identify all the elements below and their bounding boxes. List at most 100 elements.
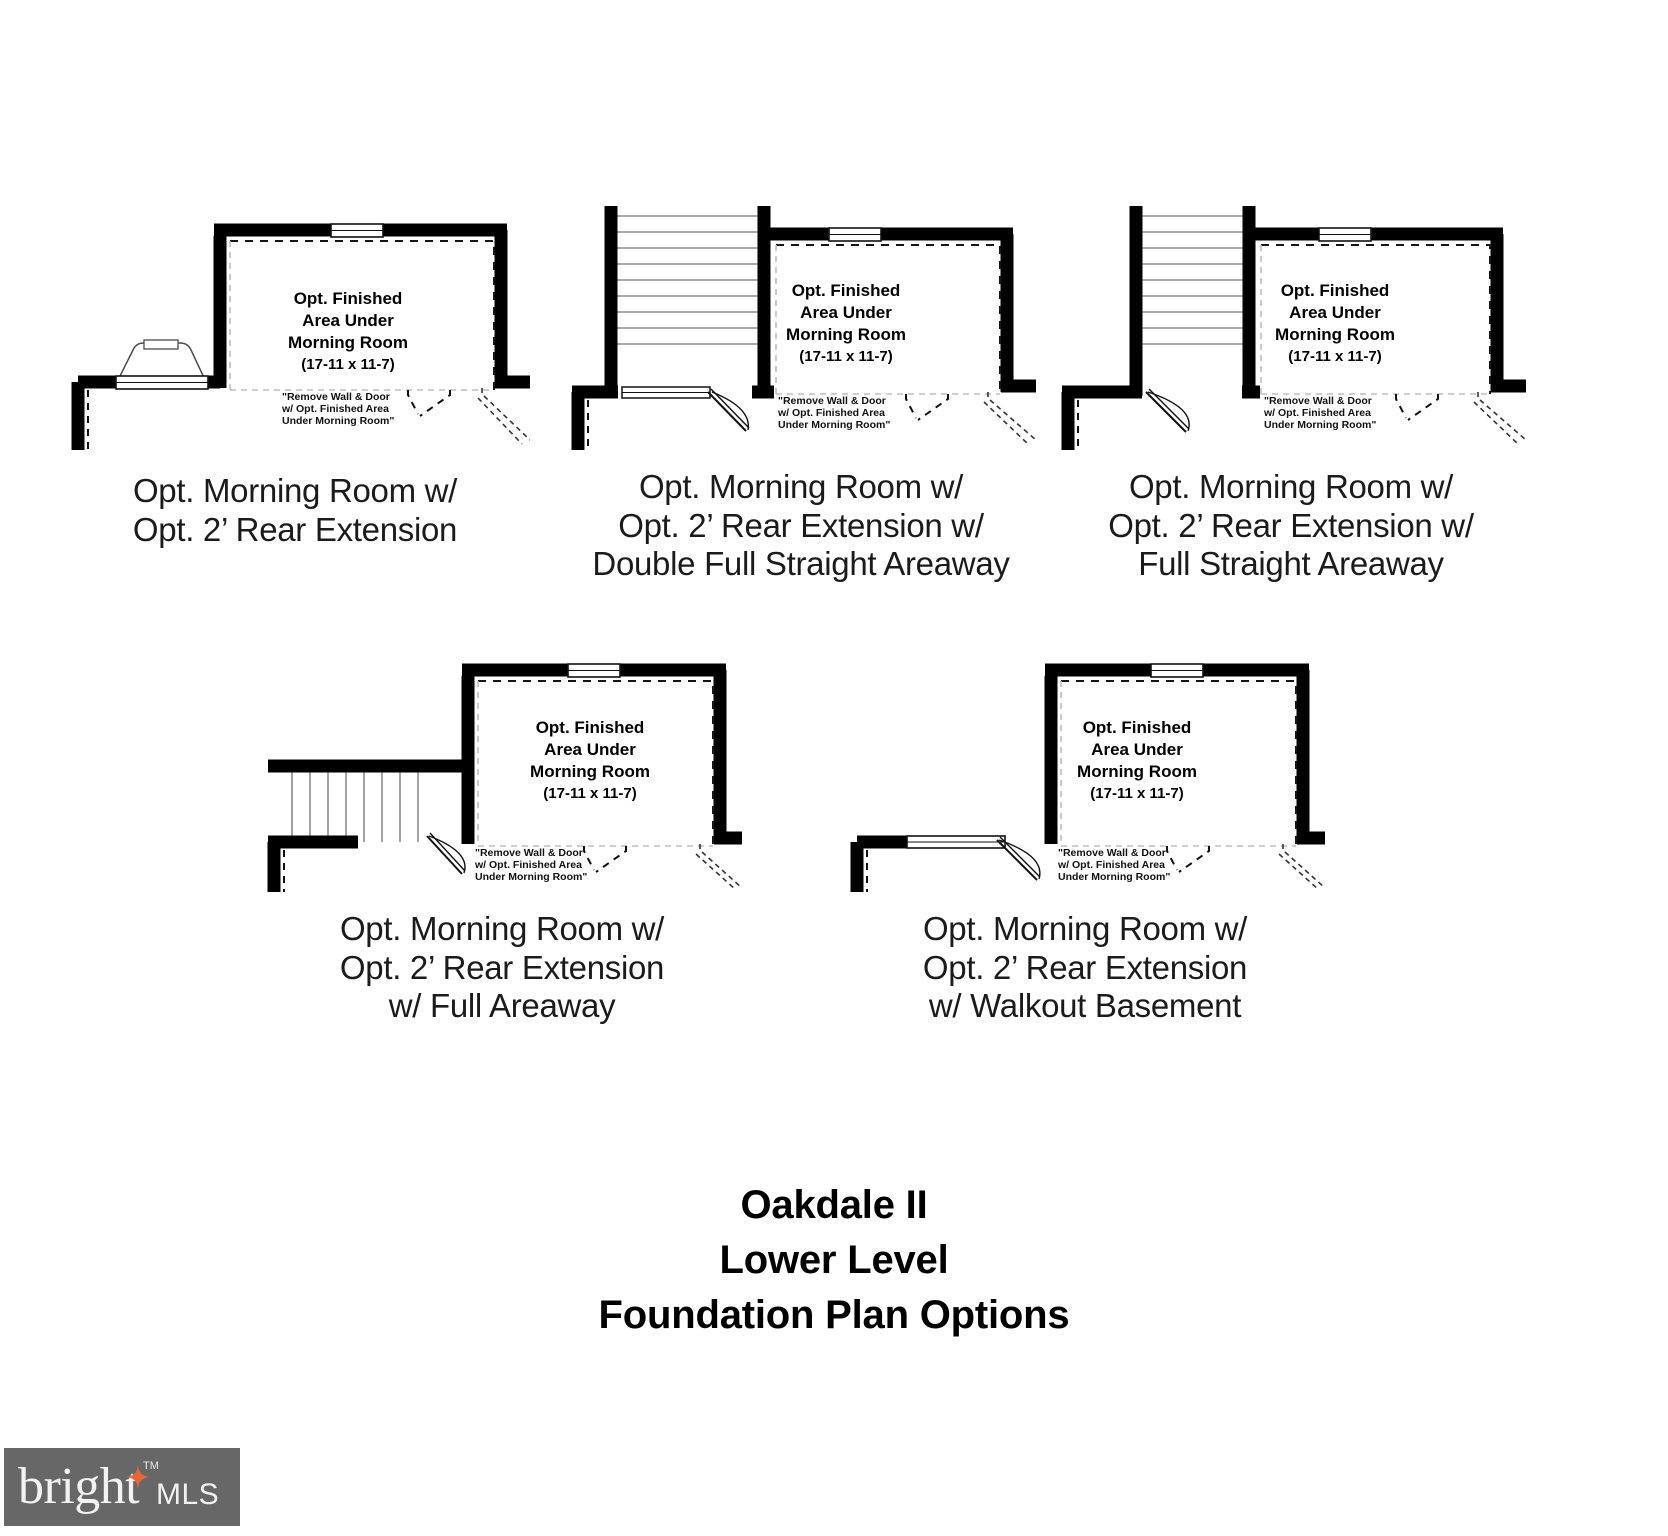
morning-room-interior-dashed-4 xyxy=(477,680,714,847)
svg-text:w/ Opt. Finished Area: w/ Opt. Finished Area xyxy=(281,403,389,415)
remove-wall-note-4: "Remove Wall & Door w/ Opt. Finished Are… xyxy=(474,847,587,883)
svg-text:Under Morning Room": Under Morning Room" xyxy=(1058,871,1170,883)
walkout-door-symbol-5 xyxy=(906,835,1041,881)
stair-direction-indicator-4 xyxy=(695,844,742,891)
room-label-line3: Morning Room xyxy=(1077,761,1197,781)
room-label-5: Opt. Finished Area Under Morning Room (1… xyxy=(1017,717,1257,803)
svg-text:w/ Opt. Finished Area: w/ Opt. Finished Area xyxy=(777,407,885,419)
morning-room-interior-dashed-2 xyxy=(775,244,1001,395)
svg-text:w/ Opt. Finished Area: w/ Opt. Finished Area xyxy=(474,859,582,871)
window-symbol-rear-1 xyxy=(330,223,384,238)
door-swing-indicator-3 xyxy=(1395,394,1439,421)
floor-plan-drawing-2: "Remove Wall & Door w/ Opt. Finished Are… xyxy=(571,206,1036,450)
bright-mls-watermark: bright TM MLS xyxy=(4,1448,240,1526)
svg-text:"Remove Wall & Door: "Remove Wall & Door xyxy=(778,395,886,407)
room-label-4: Opt. Finished Area Under Morning Room (1… xyxy=(470,717,710,803)
floor-plan-drawing-5: "Remove Wall & Door w/ Opt. Finished Are… xyxy=(850,663,1325,892)
existing-house-outline-4 xyxy=(267,835,358,892)
morning-room-walls-2 xyxy=(764,227,1036,393)
stair-direction-indicator-2 xyxy=(983,392,1036,445)
morning-room-walls-3 xyxy=(1249,227,1526,393)
double-straight-areaway-stairs-2 xyxy=(604,206,771,406)
remove-wall-note-1: "Remove Wall & Door w/ Opt. Finished Are… xyxy=(281,391,394,427)
room-label-line1: Opt. Finished xyxy=(1280,281,1390,300)
plan-card-3: "Remove Wall & Door w/ Opt. Finished Are… xyxy=(1056,186,1526,584)
svg-text:"Remove Wall & Door: "Remove Wall & Door xyxy=(1058,847,1166,859)
stair-direction-indicator-5 xyxy=(1278,844,1325,891)
window-symbol-rear-2 xyxy=(828,227,882,242)
plan-caption-2: Opt. Morning Room w/ Opt. 2’ Rear Extens… xyxy=(592,468,1010,583)
room-label-2: Opt. Finished Area Under Morning Room (1… xyxy=(726,280,966,366)
room-label-dimensions: (17-11 x 11-7) xyxy=(1090,785,1184,803)
morning-room-interior-dashed-5 xyxy=(1060,680,1297,847)
morning-room-interior-dashed-3 xyxy=(1260,244,1491,395)
room-label-line2: Area Under xyxy=(1091,739,1183,759)
room-label-line1: Opt. Finished xyxy=(1082,718,1192,737)
areaway-door-symbol-3 xyxy=(1145,388,1190,433)
plan-caption-4: Opt. Morning Room w/ Opt. 2’ Rear Extens… xyxy=(339,910,665,1025)
room-label-line3: Morning Room xyxy=(530,761,650,781)
room-label-dimensions: (17-11 x 11-7) xyxy=(301,356,395,374)
svg-text:"Remove Wall & Door: "Remove Wall & Door xyxy=(1264,395,1372,407)
plan-card-5: "Remove Wall & Door w/ Opt. Finished Are… xyxy=(845,640,1325,1026)
room-label-line2: Area Under xyxy=(1289,302,1381,322)
stair-direction-indicator-1 xyxy=(477,388,530,445)
room-label-dimensions: (17-11 x 11-7) xyxy=(1288,348,1382,366)
svg-text:"Remove Wall & Door: "Remove Wall & Door xyxy=(475,847,583,859)
existing-house-outline-2 xyxy=(571,385,774,450)
room-label-3: Opt. Finished Area Under Morning Room (1… xyxy=(1215,280,1455,366)
svg-text:Under Morning Room": Under Morning Room" xyxy=(1264,419,1376,431)
remove-wall-note-3: "Remove Wall & Door w/ Opt. Finished Are… xyxy=(1263,395,1376,431)
room-label-line1: Opt. Finished xyxy=(293,289,403,308)
areaway-door-symbol-4 xyxy=(426,832,466,875)
existing-house-outline-1 xyxy=(71,375,220,450)
room-label-line3: Morning Room xyxy=(1275,324,1395,344)
room-label-line2: Area Under xyxy=(302,310,394,330)
door-swing-indicator-1 xyxy=(407,390,451,417)
room-label-line1: Opt. Finished xyxy=(535,718,645,737)
areaway-door-symbol-2 xyxy=(621,386,750,432)
svg-text:Under Morning Room": Under Morning Room" xyxy=(282,415,394,427)
existing-house-outline-5 xyxy=(850,835,915,892)
title-line-2: Lower Level xyxy=(719,1238,949,1283)
stair-direction-indicator-3 xyxy=(1473,392,1526,445)
svg-text:w/ Opt. Finished Area: w/ Opt. Finished Area xyxy=(1263,407,1371,419)
window-symbol-rear-5 xyxy=(1150,663,1204,678)
window-symbol-rear-4 xyxy=(567,663,621,678)
floor-plan-drawing-4: "Remove Wall & Door w/ Opt. Finished Are… xyxy=(267,663,742,892)
room-label-line3: Morning Room xyxy=(288,332,408,352)
room-label-line3: Morning Room xyxy=(786,324,906,344)
remove-wall-note-2: "Remove Wall & Door w/ Opt. Finished Are… xyxy=(777,395,890,431)
plan-caption-3: Opt. Morning Room w/ Opt. 2’ Rear Extens… xyxy=(1108,468,1474,583)
plan-caption-5: Opt. Morning Room w/ Opt. 2’ Rear Extens… xyxy=(922,910,1248,1025)
title-line-3: Foundation Plan Options xyxy=(598,1293,1070,1338)
door-swing-indicator-4 xyxy=(583,846,627,873)
watermark-suffix: MLS xyxy=(156,1478,220,1511)
door-swing-indicator-5 xyxy=(1166,846,1210,873)
watermark-trademark: TM xyxy=(143,1460,159,1472)
door-swing-indicator-2 xyxy=(905,394,949,421)
plan-card-2: "Remove Wall & Door w/ Opt. Finished Are… xyxy=(566,186,1036,584)
bay-areaway-symbol-1 xyxy=(115,339,209,390)
title-line-1: Oakdale II xyxy=(740,1183,928,1227)
room-label-dimensions: (17-11 x 11-7) xyxy=(799,348,893,366)
plan-caption-1: Opt. Morning Room w/ Opt. 2’ Rear Extens… xyxy=(132,472,458,548)
remove-wall-note-5: "Remove Wall & Door w/ Opt. Finished Are… xyxy=(1057,847,1170,883)
room-label-dimensions: (17-11 x 11-7) xyxy=(543,785,637,803)
sparkle-icon xyxy=(126,1465,150,1489)
svg-text:w/ Opt. Finished Area: w/ Opt. Finished Area xyxy=(1057,859,1165,871)
existing-house-outline-3 xyxy=(1061,385,1260,450)
room-label-1: Opt. Finished Area Under Morning Room (1… xyxy=(228,288,468,374)
full-areaway-stairs-4 xyxy=(268,759,474,849)
floor-plan-drawing-1: "Remove Wall & Door w/ Opt. Finished Are… xyxy=(71,223,530,450)
plan-card-4: "Remove Wall & Door w/ Opt. Finished Are… xyxy=(262,640,742,1026)
svg-text:Under Morning Room": Under Morning Room" xyxy=(778,419,890,431)
plan-card-1: "Remove Wall & Door w/ Opt. Finished Are… xyxy=(60,200,530,549)
svg-text:Under Morning Room": Under Morning Room" xyxy=(475,871,587,883)
floor-plan-drawing-3: "Remove Wall & Door w/ Opt. Finished Are… xyxy=(1061,206,1526,450)
svg-text:"Remove Wall & Door: "Remove Wall & Door xyxy=(282,391,390,403)
room-label-line2: Area Under xyxy=(800,302,892,322)
room-label-line2: Area Under xyxy=(544,739,636,759)
window-symbol-rear-3 xyxy=(1318,227,1372,242)
room-label-line1: Opt. Finished xyxy=(791,281,901,300)
